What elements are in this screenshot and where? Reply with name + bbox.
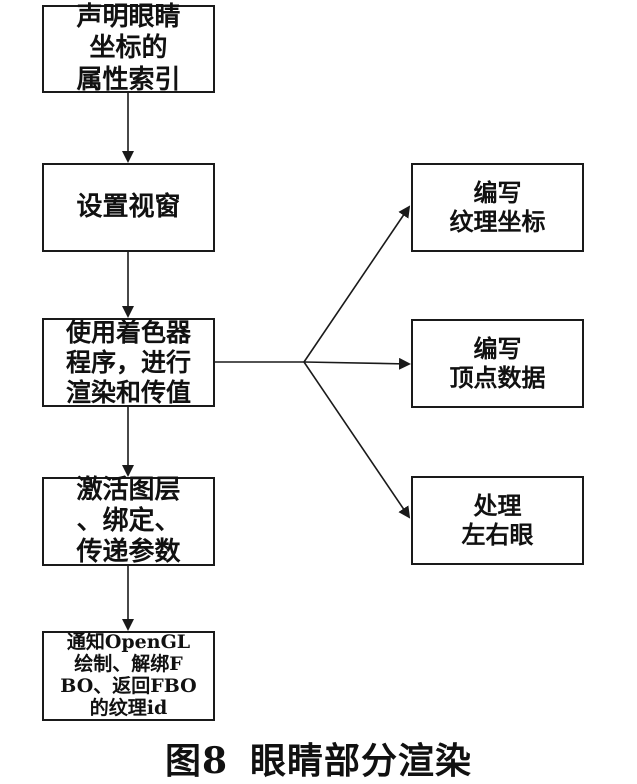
box-line: 属性索引 bbox=[76, 64, 181, 95]
box-line: 的纹理id bbox=[89, 696, 168, 719]
arrow-branch-to-vertex bbox=[303, 357, 411, 370]
box-line: 激活图层 bbox=[76, 474, 181, 505]
box-use-shader: 使用着色器 程序，进行 渲染和传值 bbox=[42, 318, 215, 407]
box-line: 左右眼 bbox=[461, 519, 534, 549]
box-line: 使用着色器 bbox=[65, 317, 191, 347]
box-line: 传递参数 bbox=[76, 537, 181, 568]
figure-number: 图8 bbox=[164, 740, 229, 782]
box-process-eyes: 处理 左右眼 bbox=[411, 476, 584, 565]
box-line: 坐标的 bbox=[89, 33, 168, 64]
box-line: 顶点数据 bbox=[449, 362, 546, 392]
box-line: 声明眼睛 bbox=[76, 2, 181, 33]
box-line: 编写 bbox=[473, 177, 522, 207]
box-write-vertex-data: 编写 顶点数据 bbox=[411, 319, 584, 408]
box-declare-eye-coords: 声明眼睛 坐标的 属性索引 bbox=[42, 2, 215, 95]
box-activate-layer: 激活图层 、绑定、 传递参数 bbox=[42, 474, 215, 568]
box-line: 处理 bbox=[473, 490, 522, 520]
box-notify-opengl: 通知OpenGL 绘制、解绑F BO、返回FBO 的纹理id bbox=[42, 631, 215, 721]
box-line: 渲染和传值 bbox=[65, 377, 191, 407]
box-line: 纹理坐标 bbox=[449, 206, 546, 236]
figure-caption: 图8 眼睛部分渲染 bbox=[0, 732, 637, 784]
box-line: 程序，进行 bbox=[65, 347, 191, 377]
arrow-branch-to-texcoord bbox=[303, 205, 411, 363]
box-line: 设置视窗 bbox=[76, 191, 181, 222]
box-write-texcoords: 编写 纹理坐标 bbox=[411, 163, 584, 252]
figure-title: 眼睛部分渲染 bbox=[250, 740, 473, 782]
box-line: 编写 bbox=[473, 333, 522, 363]
box-set-viewport: 设置视窗 bbox=[42, 163, 215, 252]
arrow-branch-to-eyes bbox=[303, 361, 411, 519]
box-line: 、绑定、 bbox=[76, 505, 181, 536]
box-line: 绘制、解绑F bbox=[74, 653, 183, 676]
box-line: BO、返回FBO bbox=[60, 675, 197, 697]
box-line: 通知OpenGL bbox=[66, 631, 191, 654]
